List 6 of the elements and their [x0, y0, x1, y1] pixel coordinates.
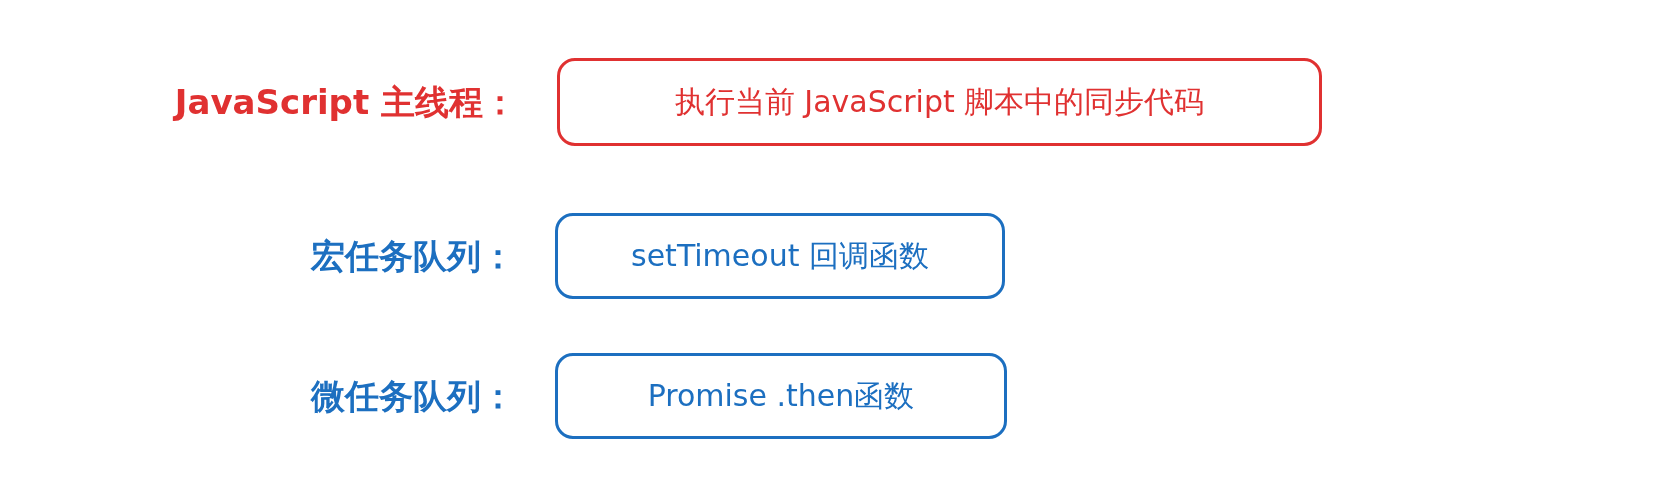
row-label: 宏任务队列：	[311, 235, 515, 278]
row-label: JavaScript 主线程：	[174, 81, 517, 124]
rounded-box: setTimeout 回调函数	[555, 213, 1005, 299]
rounded-box: 执行当前 JavaScript 脚本中的同步代码	[557, 58, 1322, 146]
row-label: 微任务队列：	[311, 375, 515, 418]
rounded-box: Promise .then函数	[555, 353, 1007, 439]
